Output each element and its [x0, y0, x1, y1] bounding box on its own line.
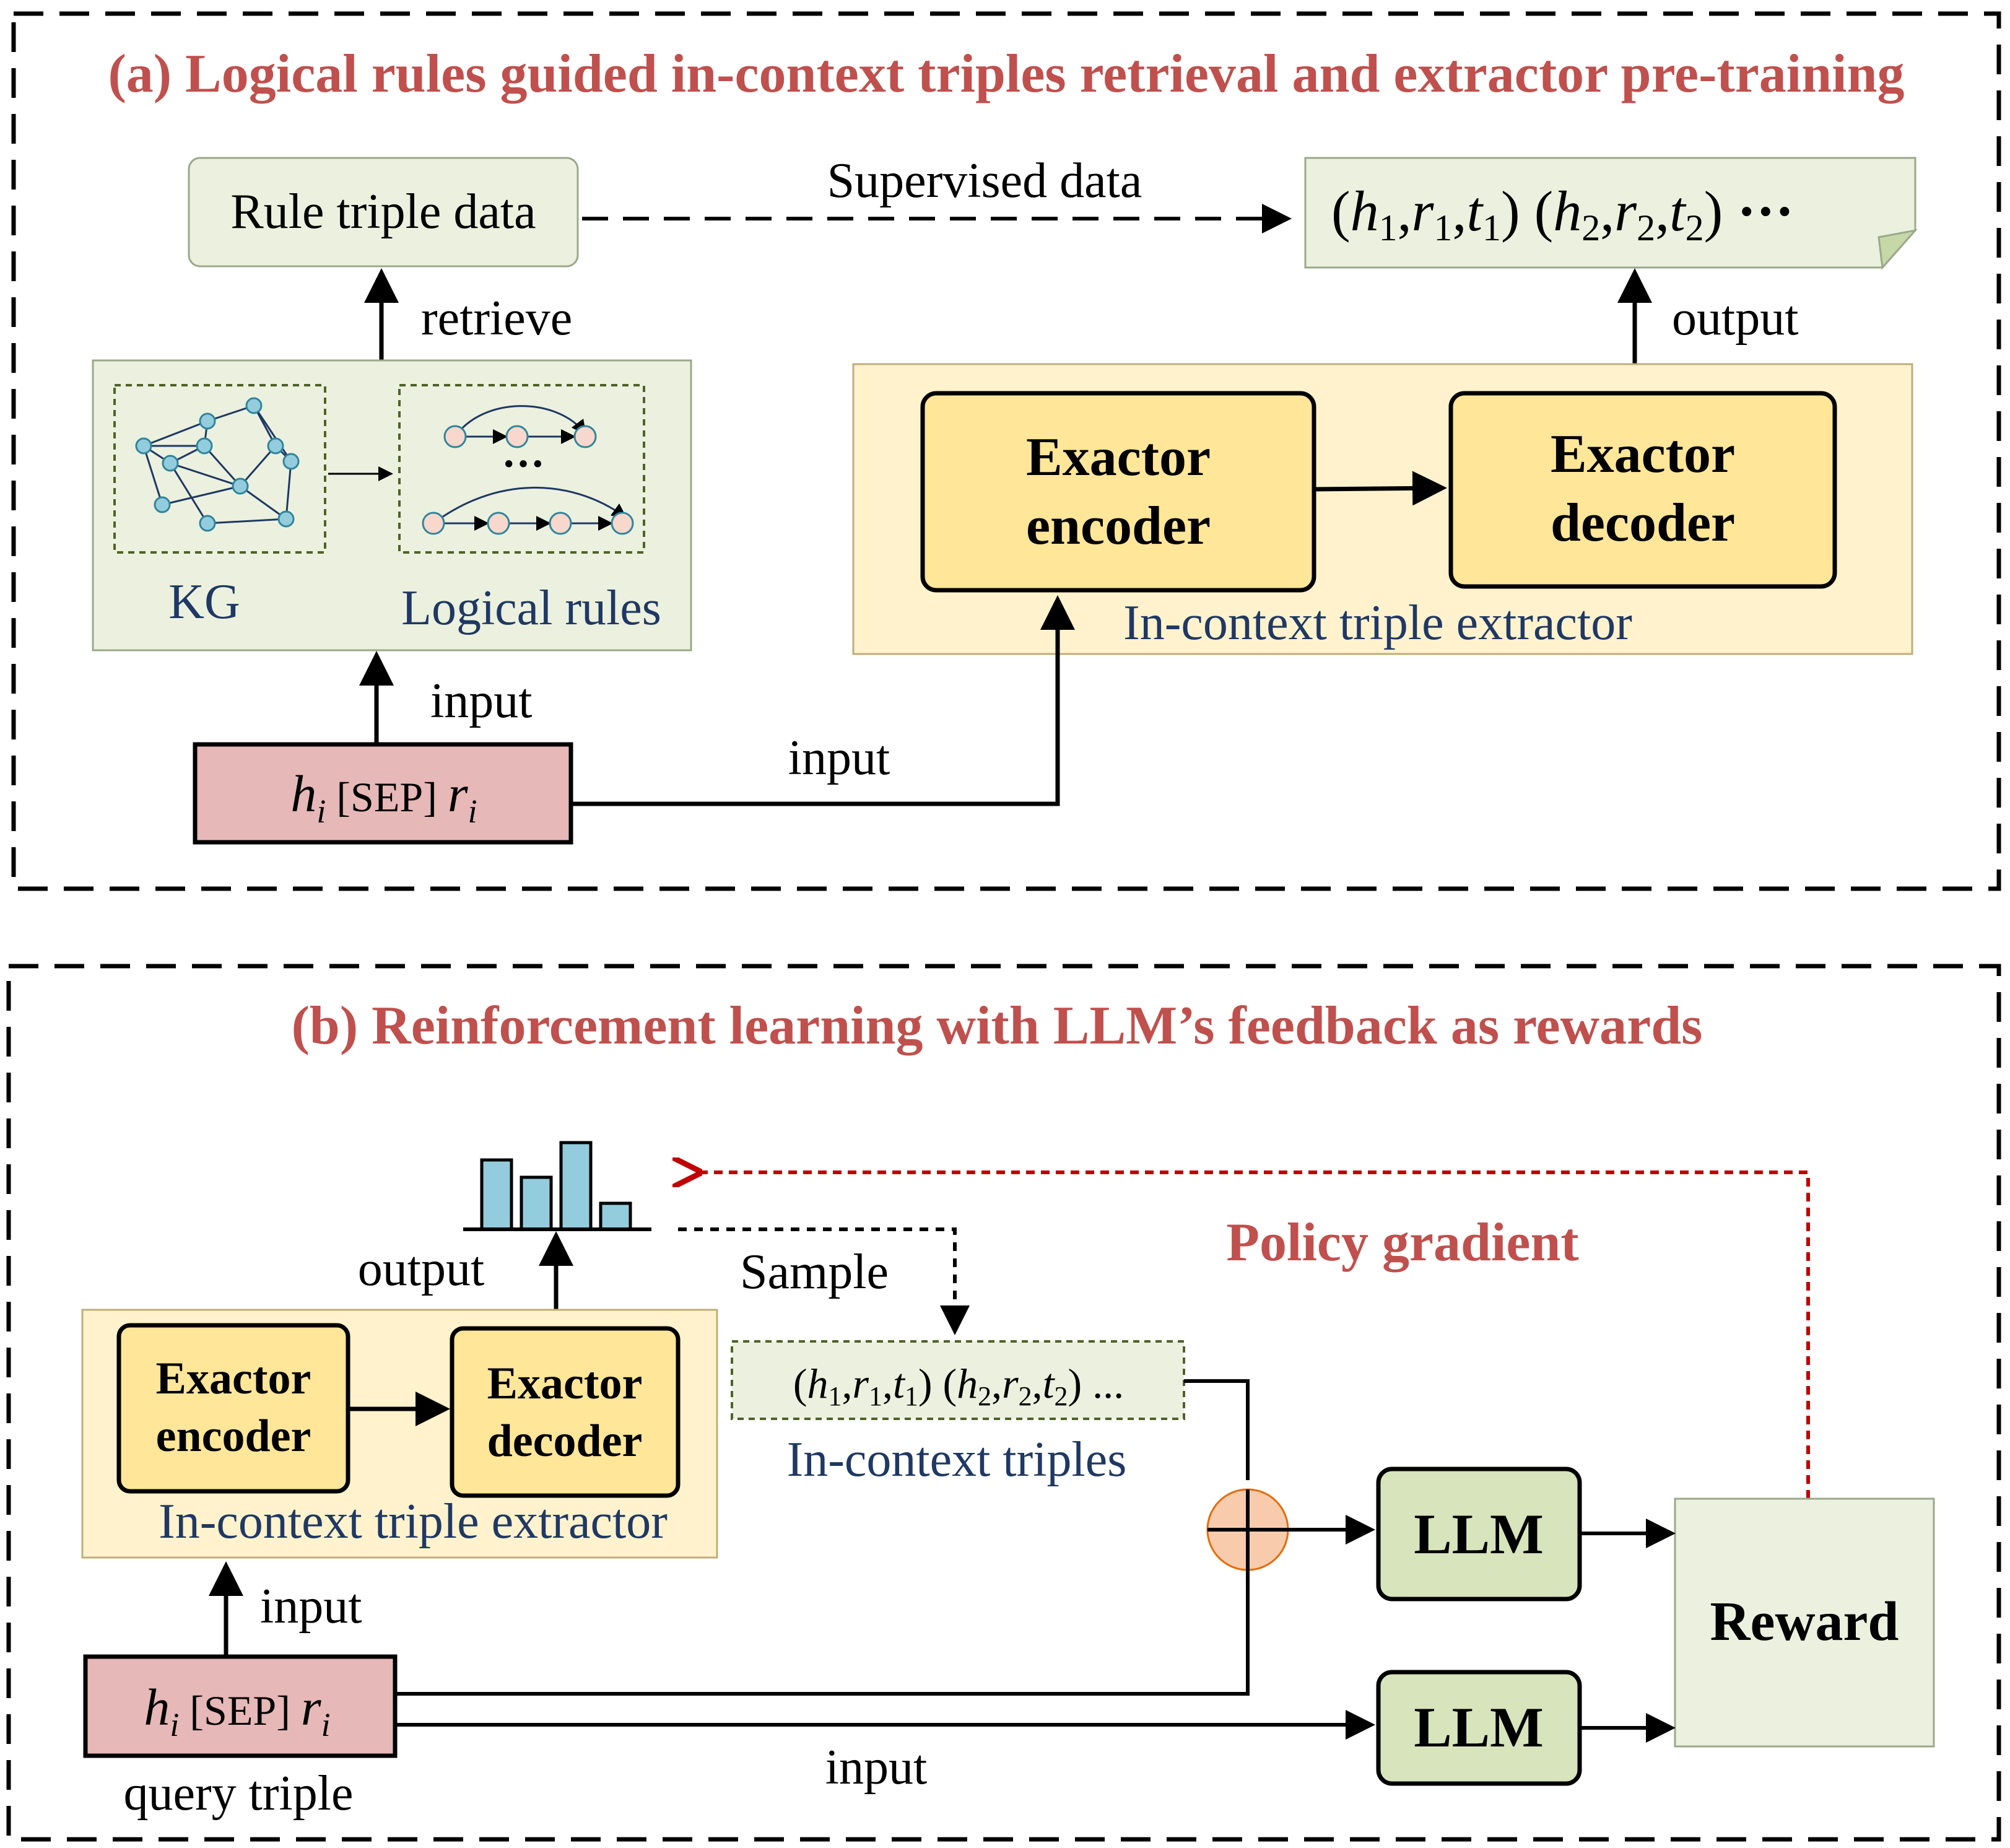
- decoder-label-b-2: decoder: [487, 1416, 643, 1467]
- encoder-label-b-2: encoder: [156, 1411, 311, 1462]
- panel-b-border: [6, 964, 2001, 1842]
- reward-label: Reward: [1710, 1591, 1899, 1652]
- query-caption: query triple: [124, 1766, 354, 1821]
- encoder-to-decoder-arrow-a: [1313, 471, 1447, 506]
- encoder-label-a: Exactor: [1026, 427, 1211, 487]
- policy-gradient-label: Policy gradient: [1226, 1213, 1578, 1273]
- policy-gradient-arrow: [698, 1172, 1810, 1499]
- decoder-box-a: [1448, 391, 1837, 589]
- input-label-encoder: input: [788, 731, 890, 785]
- input-label-kg: input: [430, 674, 532, 728]
- encoder-box-a: [920, 391, 1316, 593]
- output-histogram: [480, 1141, 632, 1231]
- extractor-caption-b: In-context triple extractor: [159, 1494, 668, 1549]
- supervised-data-label: Supervised data: [827, 154, 1142, 208]
- output-label-b: output: [358, 1242, 484, 1296]
- llm-label-bottom: LLM: [1414, 1696, 1544, 1759]
- encoder-box-b: [116, 1323, 350, 1494]
- histogram-bar: [599, 1201, 632, 1231]
- output-triples-text: (h1,r1,t1) (h2,r2,t2) ···: [1331, 180, 1794, 248]
- decoder-box-b: [450, 1326, 681, 1498]
- logical-rules-label: Logical rules: [401, 581, 661, 635]
- retrieve-label: retrieve: [421, 291, 572, 346]
- decoder-label-a-2: decoder: [1551, 493, 1735, 553]
- llm-label-top: LLM: [1414, 1502, 1544, 1566]
- query-to-concat-wire: [395, 1570, 1250, 1696]
- sample-label: Sample: [740, 1245, 889, 1299]
- histogram-bar: [559, 1141, 593, 1231]
- rules-inner-box: [398, 384, 645, 554]
- encoder-label-a-2: encoder: [1026, 496, 1211, 556]
- encoder-label-b: Exactor: [156, 1353, 311, 1404]
- rule-triple-data-box: [188, 157, 579, 268]
- kg-rules-box: [92, 359, 692, 652]
- kg-label: KG: [168, 575, 240, 629]
- kg-inner-box: [113, 384, 326, 554]
- panel-a-title: (a) Logical rules guided in-context trip…: [108, 44, 1904, 104]
- input-label-bottom: input: [825, 1740, 927, 1795]
- extractor-caption-a: In-context triple extractor: [1123, 596, 1632, 650]
- rule-nodes: [422, 425, 634, 535]
- output-label-a: output: [1672, 291, 1798, 346]
- triples-to-concat-wire: [1184, 1379, 1250, 1480]
- query-box-b: [83, 1654, 398, 1758]
- in-context-triples-text: (h1,r1,t1) (h2,r2,t2) ...: [793, 1360, 1124, 1411]
- query-text-b: hi [SEP] ri: [144, 1679, 330, 1743]
- panel-b-title: (b) Reinforcement learning with LLM’s fe…: [292, 996, 1703, 1056]
- histogram-bar: [520, 1175, 553, 1231]
- query-text-a: hi [SEP] ri: [290, 765, 477, 830]
- kg-nodes: [135, 397, 300, 532]
- reward-box: [1674, 1497, 1935, 1748]
- input-label-b: input: [260, 1579, 362, 1634]
- sample-arrow: [678, 1227, 970, 1335]
- in-context-triples-label: In-context triples: [787, 1432, 1127, 1487]
- rules-dots: ···: [502, 440, 545, 488]
- decoder-label-a: Exactor: [1551, 424, 1735, 484]
- rule-triple-data-label: Rule triple data: [230, 185, 536, 239]
- panel-a-border: [11, 11, 2001, 891]
- query-box-a: [193, 742, 573, 845]
- logical-rules-graphic: [433, 405, 627, 531]
- panel-b: (b) Reinforcement learning with LLM’s fe…: [6, 964, 2001, 1842]
- panel-a: (a) Logical rules guided in-context trip…: [11, 11, 2001, 891]
- input-arrow-encoder: [571, 595, 1075, 806]
- in-context-triples-box: [731, 1340, 1185, 1420]
- document-fold: [1877, 229, 1918, 270]
- decoder-label-b: Exactor: [487, 1358, 643, 1409]
- histogram-bar: [480, 1158, 513, 1231]
